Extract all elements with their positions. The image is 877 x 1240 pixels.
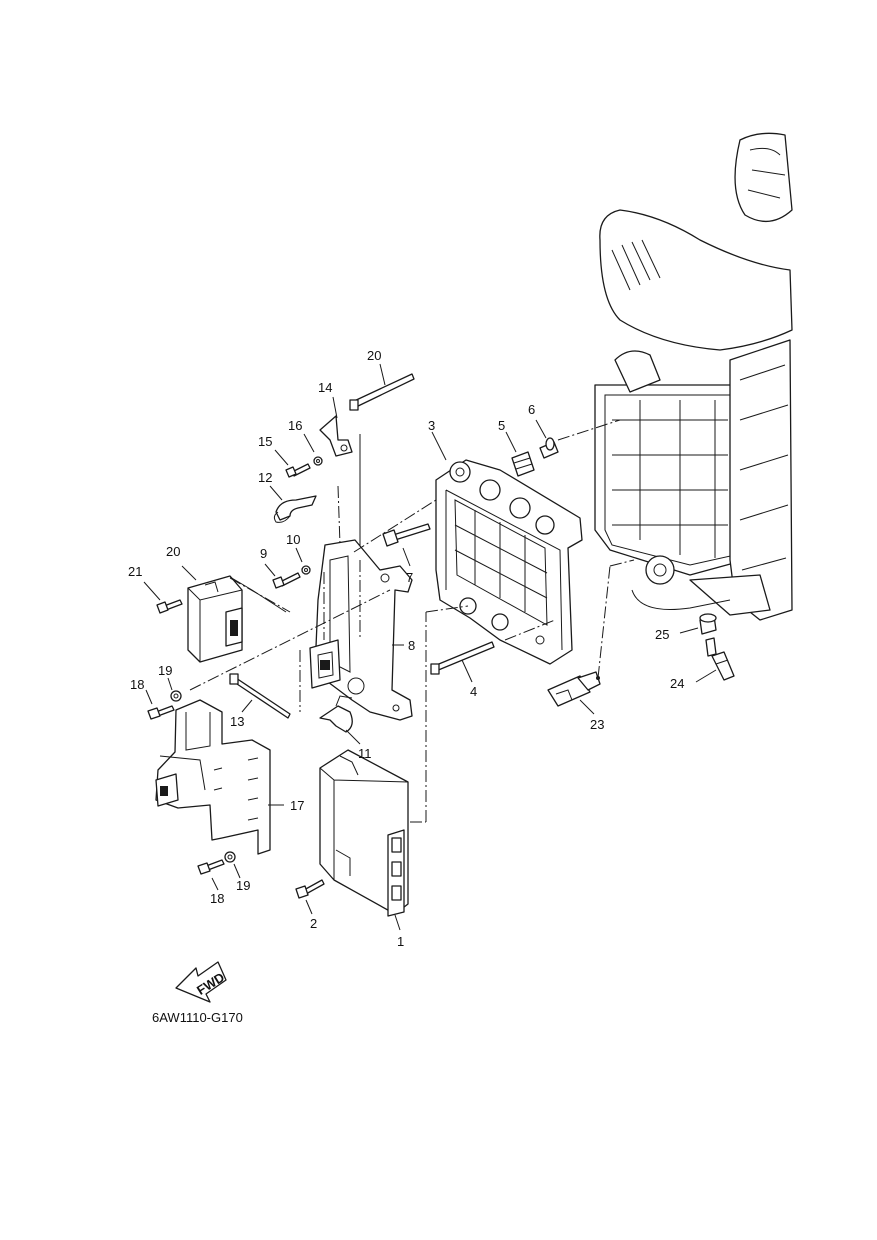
callout-3: 3 [428,418,435,433]
part-20-module [187,575,287,663]
part-5-grommet [511,451,535,477]
callout-2: 2 [310,916,317,931]
alignment-lines [189,419,635,823]
callout-9: 9 [260,546,267,561]
part-3-bracket-frame [435,459,583,665]
part-23-sensor [547,671,601,707]
callout-20: 20 [166,544,180,559]
callout-18-upper: 18 [130,677,144,692]
part-9-bolt [272,572,301,589]
part-17-bracket [155,699,271,855]
callout-21: 21 [128,564,142,579]
part-8-mounting-plate [314,539,413,721]
callout-11: 11 [358,746,372,761]
connector-on-plate [309,639,341,689]
callout-1: 1 [397,934,404,949]
callout-24: 24 [670,676,684,691]
callout-10: 10 [286,532,300,547]
part-18-bolt-upper [147,705,175,720]
callout-17: 17 [290,798,304,813]
part-21-bolt [156,599,183,614]
callout-7: 7 [406,570,413,585]
part-6-collar [539,437,559,459]
part-2-bolt [295,879,325,899]
callout-5: 5 [498,418,505,433]
callout-16: 16 [288,418,302,433]
callout-12: 12 [258,470,272,485]
part-19-washer-lower [224,851,236,863]
part-16-washer [313,456,323,466]
fwd-arrow-icon: FWD [175,961,227,1003]
part-15-bolt [285,463,311,478]
callout-labels: 20 14 16 15 12 3 5 6 10 9 20 21 7 8 4 19… [128,348,684,949]
callout-25: 25 [655,627,669,642]
part-19-washer-upper [170,690,182,702]
callout-22: 20 [367,348,381,363]
callout-19-lower: 19 [236,878,250,893]
callout-19-upper: 19 [158,663,172,678]
part-10-washer [301,565,311,575]
part-24-sensor [705,637,735,681]
part-11-clip [319,695,353,733]
part-14-bracket [319,415,361,560]
part-13-cable-tie [229,673,291,719]
callout-15: 15 [258,434,272,449]
callout-23: 23 [590,717,604,732]
part-7-bolt [382,523,431,547]
callout-6: 6 [528,402,535,417]
part-1-ecm-box [319,749,409,917]
part-18-bolt-lower [197,859,225,875]
part-4-cable-tie [430,641,495,675]
callout-4: 4 [470,684,477,699]
engine-block [594,132,793,621]
callout-18-lower: 18 [210,891,224,906]
callout-14: 14 [318,380,332,395]
callout-8: 8 [408,638,415,653]
part-12-clamp [273,495,317,523]
part-25-grommet [699,613,717,635]
figure-code: 6AW1110-G170 [152,1010,243,1025]
callout-13: 13 [230,714,244,729]
part-22-cable-tie [349,373,415,411]
